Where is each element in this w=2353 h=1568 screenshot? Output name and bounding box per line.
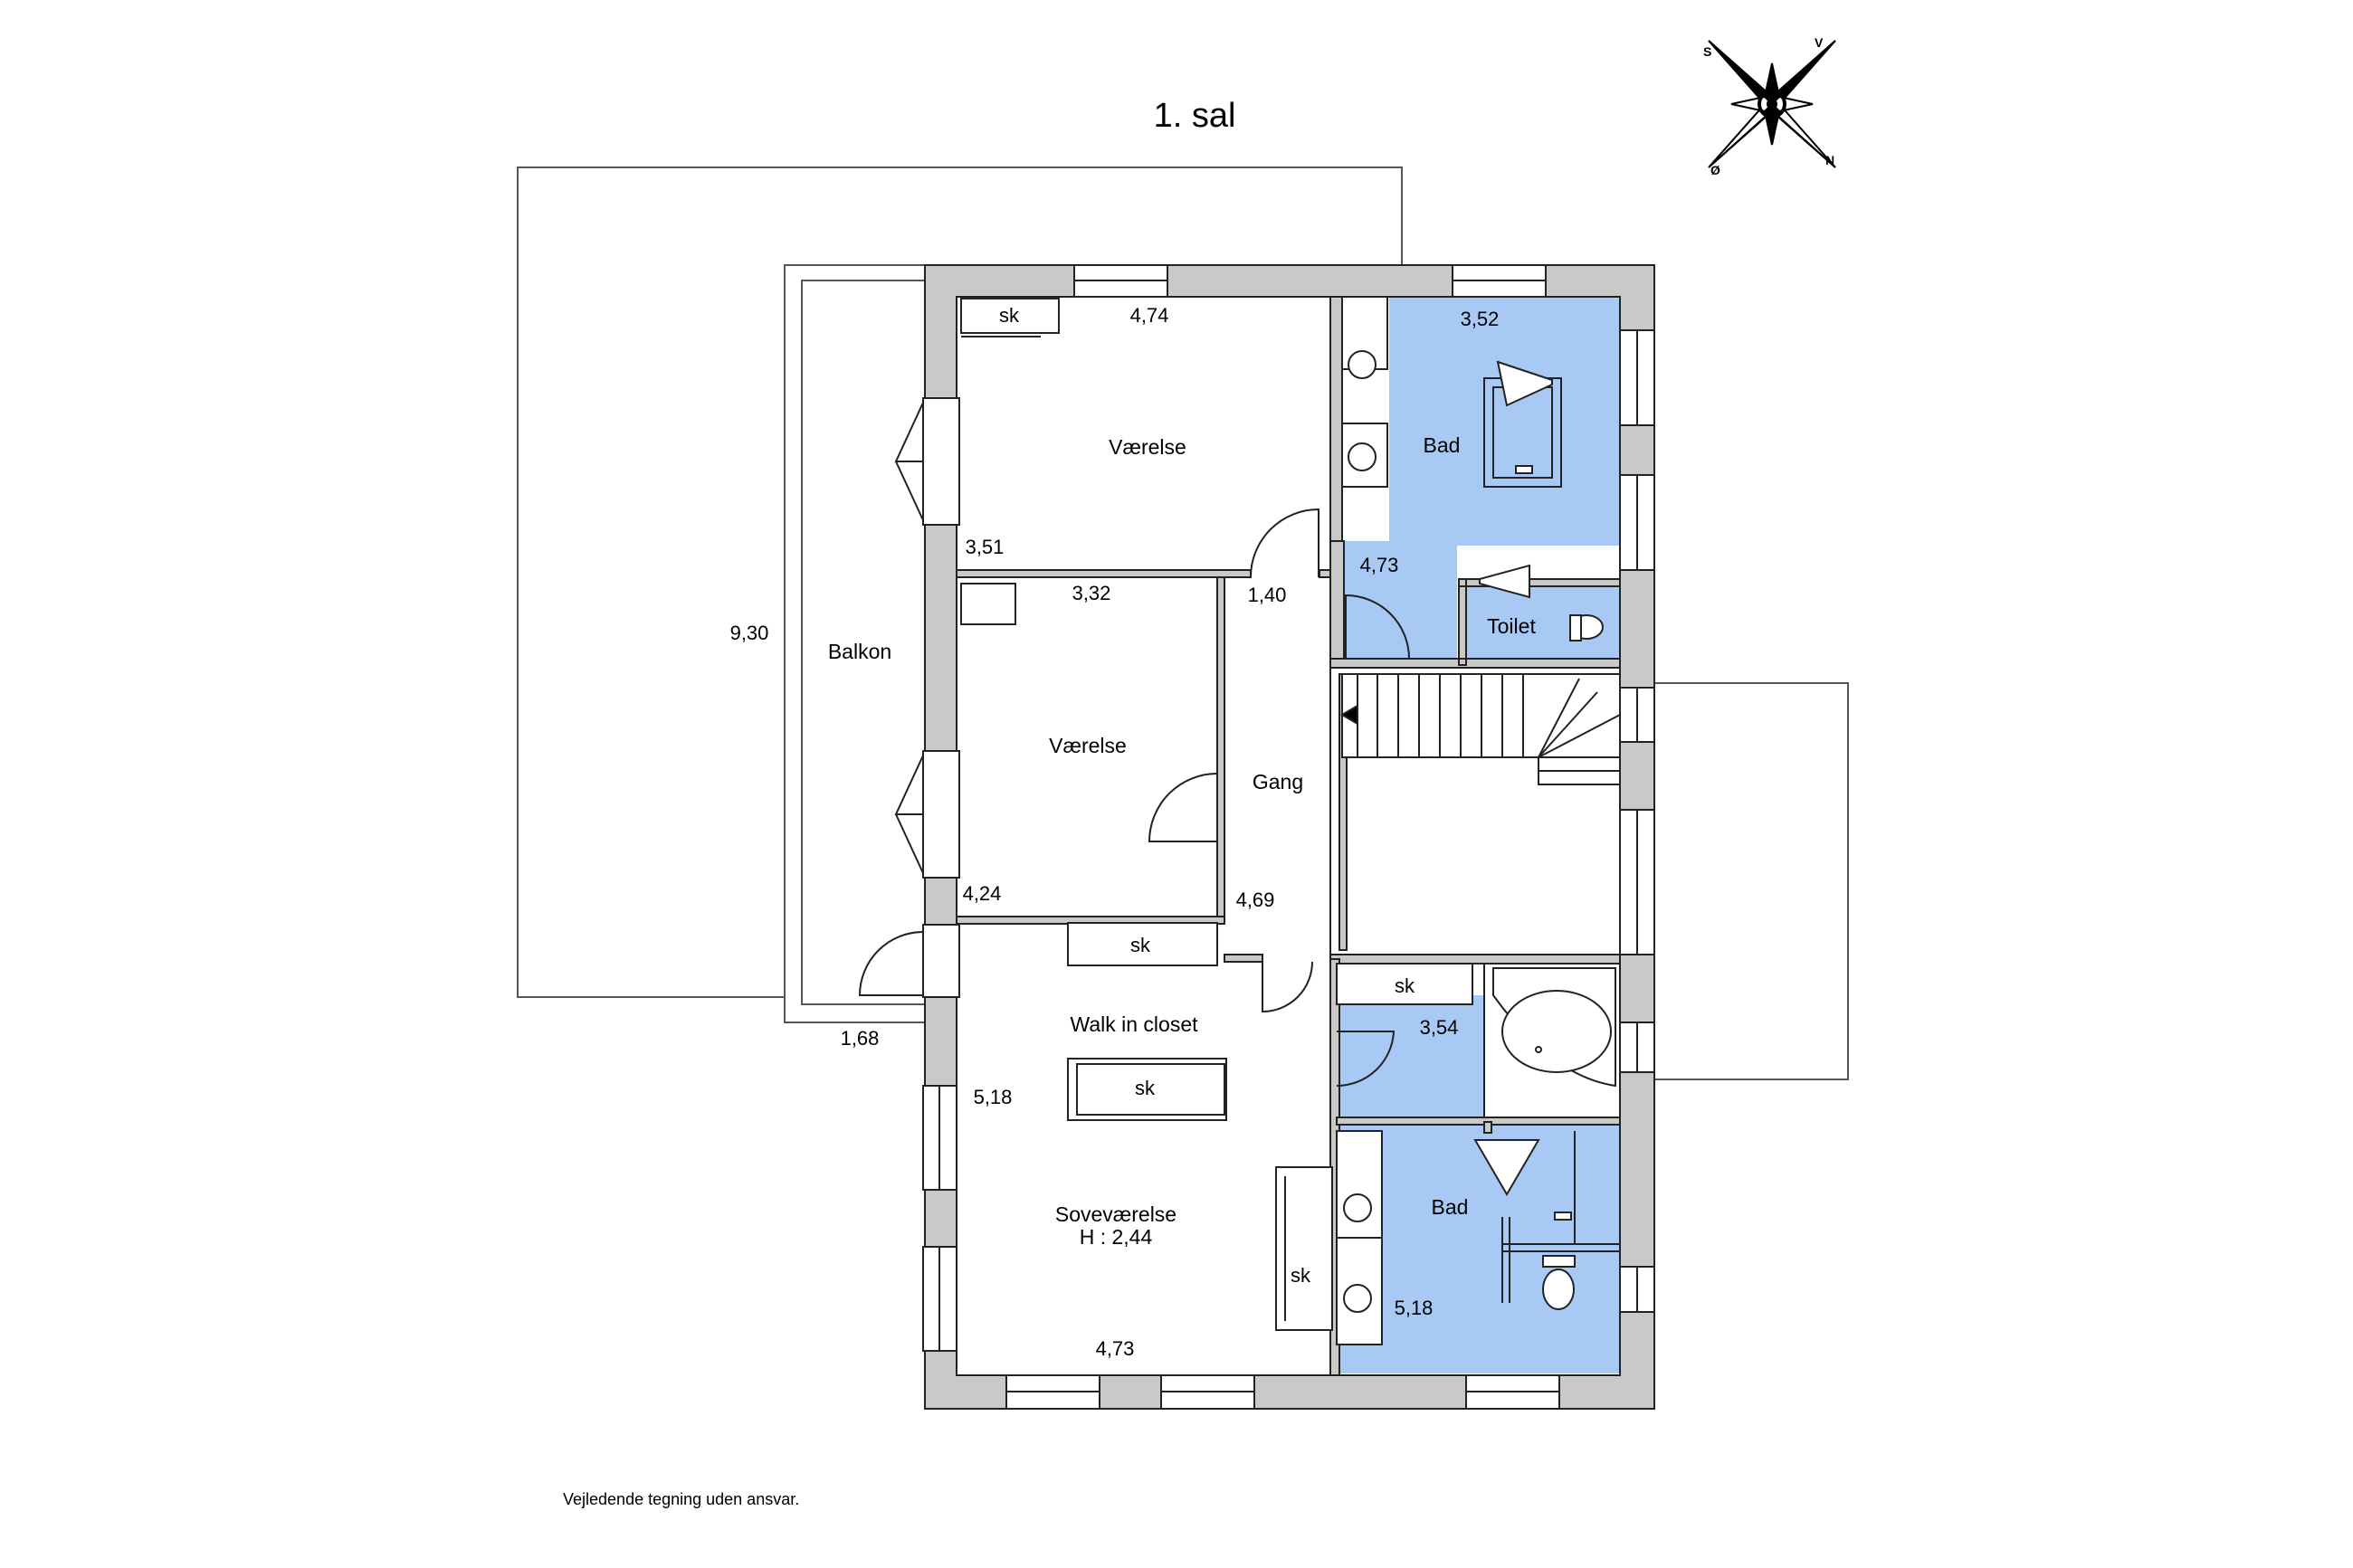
dimension-label: 4,73 [1360, 554, 1399, 576]
dimension-label: 1,40 [1248, 584, 1287, 606]
room-walk-in-closet: Walk in closet [1070, 1012, 1198, 1036]
staircase [1340, 673, 1621, 785]
room-vaerelse-2: Værelse [1049, 734, 1127, 757]
cabinet-label: sk [1395, 974, 1415, 997]
dimension-label: 4,73 [1096, 1337, 1135, 1360]
exterior-walls [924, 264, 1655, 1410]
interior-walls [956, 296, 1621, 1376]
cabinets [960, 298, 1473, 1331]
room-balkon: Balkon [828, 640, 891, 663]
compass-label-oe: Ø [1710, 163, 1720, 177]
dimension-label: 3,32 [1072, 582, 1111, 604]
room-bad-1: Bad [1424, 433, 1461, 457]
dimension-label: 5,18 [1395, 1297, 1434, 1319]
room-sovevaerelse: Soveværelse [1055, 1202, 1176, 1226]
room-bad-2: Bad [1432, 1195, 1469, 1219]
bad2-fixtures [1336, 963, 1621, 1345]
doors [1148, 508, 1410, 1088]
dimension-label: 3,54 [1420, 1016, 1459, 1039]
dimension-label: 3,51 [966, 536, 1005, 558]
room-gang: Gang [1253, 770, 1303, 794]
cabinet-label: sk [1130, 934, 1151, 956]
dimension-label: 4,24 [963, 882, 1002, 905]
cabinet-label: sk [1291, 1264, 1311, 1287]
dimension-label: 5,18 [974, 1086, 1013, 1108]
compass-label-v: V [1815, 35, 1824, 50]
dimension-label: 9,30 [730, 622, 769, 644]
balcony-inner-outline [784, 264, 925, 1023]
compass-icon [1708, 40, 1836, 168]
dimension-label: 1,68 [841, 1027, 880, 1050]
compass-label-s: S [1703, 44, 1711, 59]
windows [922, 264, 1655, 1410]
room-toilet: Toilet [1487, 614, 1536, 638]
balcony-doors [858, 397, 960, 998]
balcony-outline [517, 166, 1403, 998]
cabinet-label: sk [1135, 1077, 1156, 1099]
room-vaerelse-1: Værelse [1109, 435, 1186, 459]
room-sovevaerelse-height: H : 2,44 [1080, 1225, 1153, 1249]
right-outline [1654, 682, 1849, 1080]
compass-label-n: N [1825, 153, 1834, 167]
floor-title: 1. sal [1154, 97, 1236, 135]
disclaimer: Vejledende tegning uden ansvar. [563, 1490, 799, 1508]
dimension-label: 3,52 [1461, 308, 1500, 330]
cabinet-label: sk [999, 304, 1020, 327]
balcony-inner-outline-2 [801, 280, 925, 1005]
bad1-fixtures [1341, 296, 1621, 660]
dimension-label: 4,69 [1236, 889, 1275, 911]
dimension-label: 4,74 [1130, 304, 1169, 327]
